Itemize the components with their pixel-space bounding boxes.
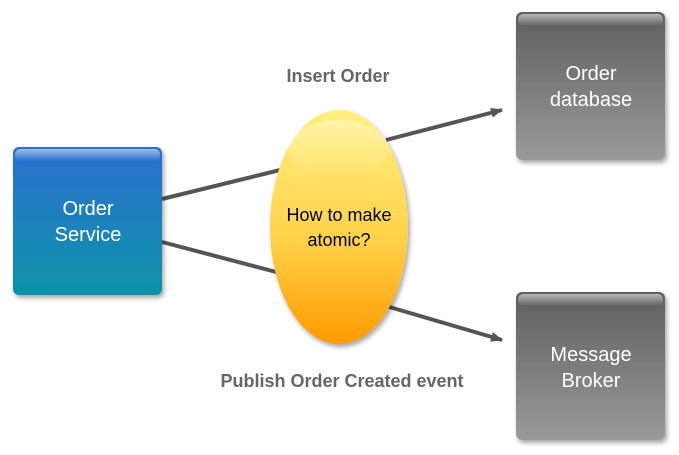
message-broker-label-line1: Message [550, 344, 631, 366]
edge-service-to-ellipse-bottom [161, 240, 281, 275]
order-service-label-line2: Service [55, 224, 122, 246]
edge-service-to-ellipse-top [161, 168, 281, 201]
node-order-database [516, 12, 665, 160]
question-label-line1: How to make [286, 205, 391, 225]
question-label-line2: atomic? [307, 230, 370, 250]
node-atomicity-question [270, 110, 408, 344]
edges [161, 107, 503, 342]
edge-publish-event-arrow [385, 304, 503, 342]
edge-label-insert-order: Insert Order [286, 66, 389, 86]
edge-label-publish-event: Publish Order Created event [220, 371, 463, 391]
edge-insert-order-arrow [385, 107, 503, 142]
node-order-service [13, 147, 162, 295]
order-database-label-line1: Order [565, 63, 616, 85]
order-database-label-line2: database [550, 89, 632, 111]
node-message-broker [516, 292, 665, 440]
message-broker-label-line2: Broker [562, 370, 621, 392]
order-service-label-line1: Order [62, 198, 113, 220]
